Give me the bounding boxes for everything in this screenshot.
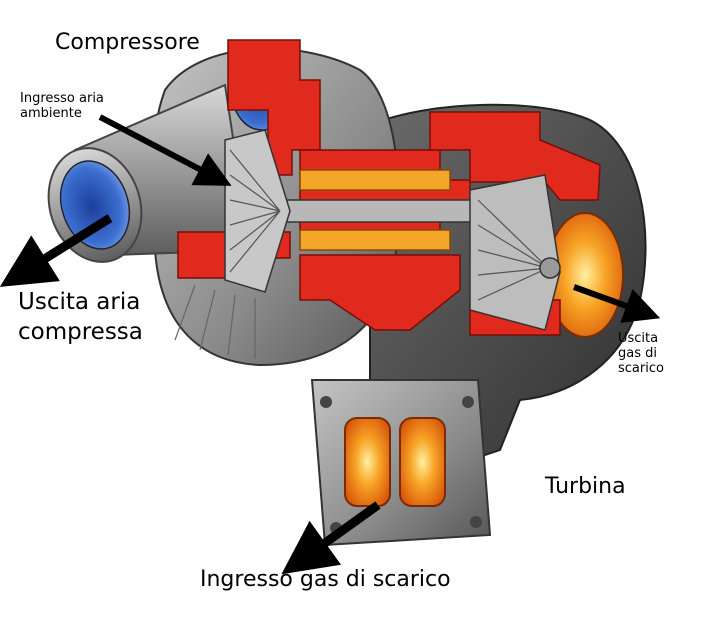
- compressed-air-outlet-label: Uscita aria compressa: [18, 289, 143, 345]
- compressor-fins: [174, 284, 256, 358]
- compressor-wheel: [224, 129, 291, 293]
- air-inlet-pipe: [47, 83, 252, 263]
- compressor-label: Compressore: [55, 30, 200, 55]
- arrow-icon: [572, 284, 661, 323]
- arrow-icon: [98, 114, 232, 186]
- exhaust-outlet-label: Uscita gas di scarico: [618, 331, 664, 376]
- arrow-icon: [0, 214, 113, 287]
- air-inlet-label: Ingresso aria ambiente: [20, 91, 104, 121]
- exhaust-inlet-label: Ingresso gas di scarico: [200, 567, 451, 592]
- arrow-icon: [281, 501, 381, 575]
- turbine-label: Turbina: [545, 474, 626, 499]
- exhaust-inlet-flange: [310, 379, 492, 547]
- shaft: [254, 199, 501, 223]
- turbine-wheel: [469, 174, 561, 331]
- bearing-housing: [299, 169, 451, 191]
